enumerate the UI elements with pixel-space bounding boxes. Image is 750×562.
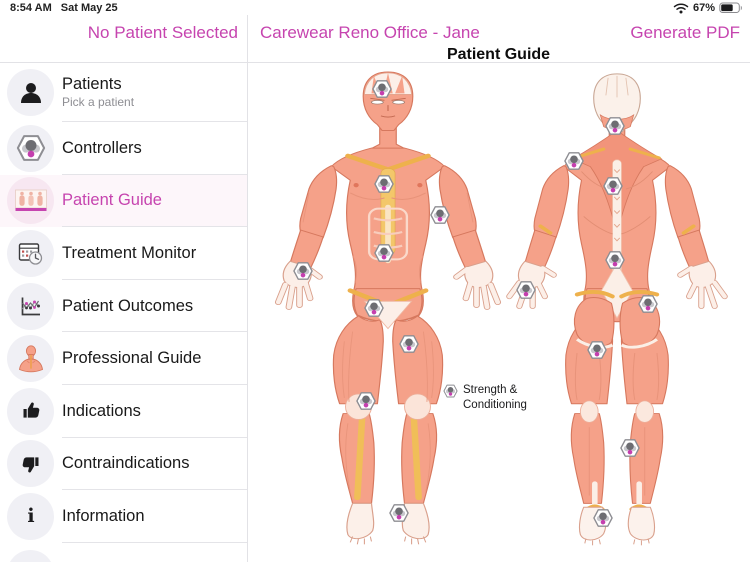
sidebar-item-information[interactable]: i Information [0, 490, 247, 543]
sidebar-item-patient-outcomes[interactable]: Patient Outcomes [0, 280, 247, 333]
battery-percent: 67% [692, 2, 715, 14]
device-marker-back-left-shoulder[interactable] [564, 152, 585, 171]
device-marker-back-right-glute[interactable] [638, 295, 659, 314]
calendar-clock-icon [7, 229, 54, 277]
sidebar-item-label: Treatment Monitor [62, 244, 197, 262]
sidebar-item-treatment-monitor[interactable]: Treatment Monitor [0, 227, 247, 280]
sidebar-divider [247, 15, 248, 562]
svg-text:i: i [27, 505, 34, 527]
anterior-muscle-figure [270, 70, 506, 558]
person-icon [7, 69, 54, 116]
sidebar-item-contraindications[interactable]: Contraindications [0, 438, 247, 491]
sidebar-item-label: Patient Outcomes [62, 296, 194, 315]
sidebar-item-label: Contraindications [62, 454, 190, 473]
status-bar: 8:54 AM Sat May 25 67% [0, 0, 750, 16]
info-icon: i [7, 492, 54, 540]
device-marker-back-left-hand[interactable] [516, 281, 537, 300]
status-time: 8:54 AM [10, 2, 52, 14]
device-hexagon-icon [443, 384, 458, 398]
patient-guide-icon [7, 177, 54, 225]
device-marker-front-right-knee[interactable] [356, 392, 377, 411]
sidebar-item-label: Professional Guide [62, 349, 202, 368]
torso-icon [7, 335, 54, 383]
device-marker-front-right-adductor[interactable] [364, 299, 385, 318]
legend-line2: Conditioning [463, 399, 527, 411]
device-marker-front-left-forearm[interactable] [430, 206, 451, 225]
device-marker-front-forehead[interactable] [372, 80, 393, 99]
line-chart-icon [7, 282, 54, 330]
office-title[interactable]: Carewear Reno Office - Jane [260, 23, 480, 42]
sidebar-item-controllers[interactable]: Controllers [0, 122, 247, 175]
sidebar-item-label: Patient Guide [62, 191, 162, 210]
device-marker-front-left-ankle[interactable] [389, 504, 410, 523]
device-marker-back-left-hamstring[interactable] [587, 341, 608, 360]
no-patient-selected-button[interactable]: No Patient Selected [87, 23, 238, 42]
thumbs-up-icon [7, 387, 54, 435]
device-marker-front-left-quadriceps[interactable] [399, 335, 420, 354]
device-marker-back-neck[interactable] [605, 117, 626, 136]
sidebar-item-indications[interactable]: Indications [0, 385, 247, 438]
legend-strength-conditioning: Strength & Conditioning [443, 383, 527, 413]
sidebar-item-label: Indications [62, 401, 141, 420]
sidebar-item-label: Controllers [62, 138, 142, 157]
sidebar-item-label: Patients [62, 75, 122, 94]
device-marker-front-right-wrist[interactable] [293, 262, 314, 281]
legend-line1: Strength & [463, 384, 518, 396]
wifi-icon [673, 2, 689, 14]
controller-hexagon-icon [7, 124, 54, 172]
sidebar-item-professional-guide[interactable]: Professional Guide [0, 332, 247, 385]
sidebar-item-sublabel: Pick a patient [62, 95, 135, 110]
device-marker-back-lower-back[interactable] [605, 251, 626, 270]
sidebar-item-label: Information [62, 506, 145, 525]
device-marker-front-abdomen[interactable] [374, 244, 395, 263]
device-marker-back-upper-spine[interactable] [603, 177, 624, 196]
device-marker-front-sternum[interactable] [374, 175, 395, 194]
sidebar-item-patient-guide[interactable]: Patient Guide [0, 174, 247, 228]
page-title: Patient Guide [446, 46, 551, 63]
sidebar-item-patients[interactable]: Patients Pick a patient [0, 63, 247, 122]
generate-pdf-button[interactable]: Generate PDF [630, 23, 740, 42]
device-marker-back-right-heel[interactable] [593, 509, 614, 528]
header-divider [0, 62, 750, 63]
battery-icon [719, 2, 744, 14]
posterior-muscle-figure [506, 70, 728, 558]
sidebar-item-partial[interactable] [7, 550, 54, 562]
sidebar: Patients Pick a patient Controllers [0, 63, 247, 543]
thumbs-down-icon [7, 440, 54, 488]
device-marker-back-right-calf[interactable] [620, 439, 641, 458]
status-date: Sat May 25 [60, 2, 118, 14]
